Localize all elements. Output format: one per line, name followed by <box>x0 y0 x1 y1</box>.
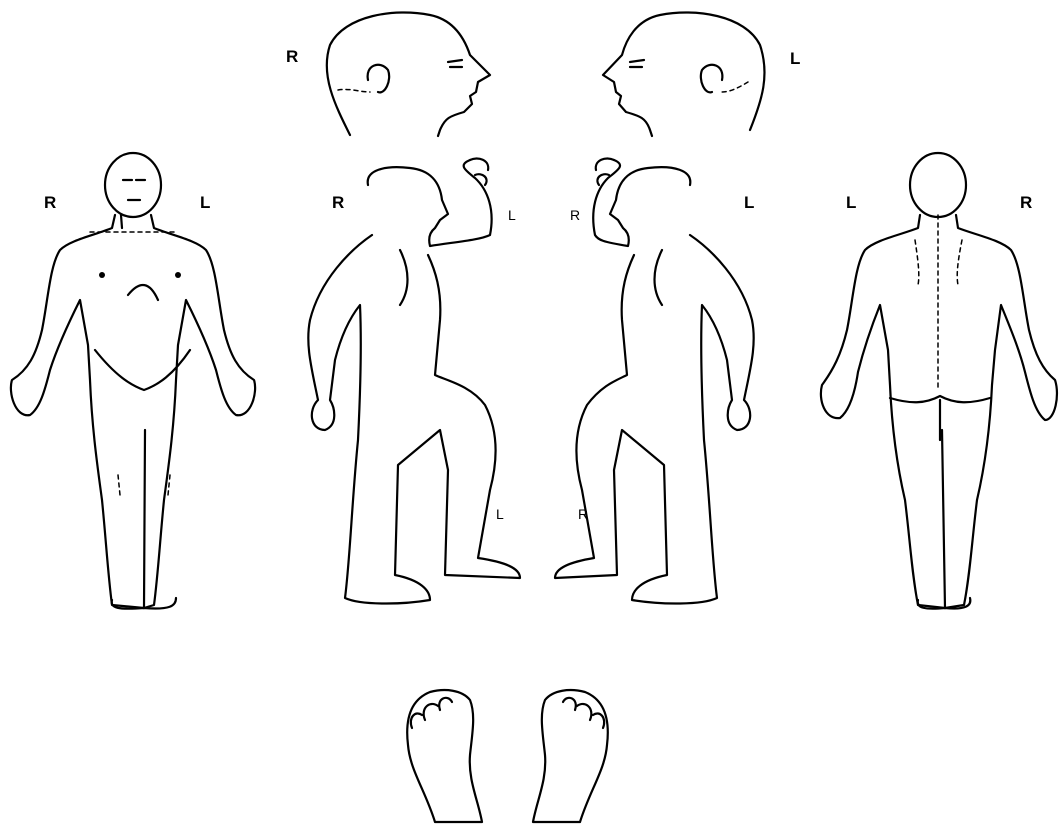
back-view-figure <box>821 153 1057 609</box>
side2-arm-right-label: R <box>570 208 580 222</box>
side2-leg-right-label: R <box>578 507 588 521</box>
side-view-figure-facing-left <box>555 158 754 603</box>
side-view-figure-facing-right <box>308 158 520 603</box>
head-left-side-label: L <box>790 50 800 67</box>
side1-leg-left-label: L <box>496 507 504 521</box>
head-right-side-label: R <box>286 48 298 65</box>
back-right-label: R <box>1020 194 1032 211</box>
head-profile-left-facing <box>603 13 765 136</box>
front-view-figure <box>11 153 255 609</box>
front-left-label: L <box>200 194 210 211</box>
front-right-label: R <box>44 194 56 211</box>
side1-right-label: R <box>332 194 344 211</box>
side1-arm-left-label: L <box>508 208 516 222</box>
side2-left-label: L <box>744 194 754 211</box>
head-profile-right-facing <box>327 13 490 136</box>
foot-soles <box>407 690 608 822</box>
back-left-label: L <box>846 194 856 211</box>
